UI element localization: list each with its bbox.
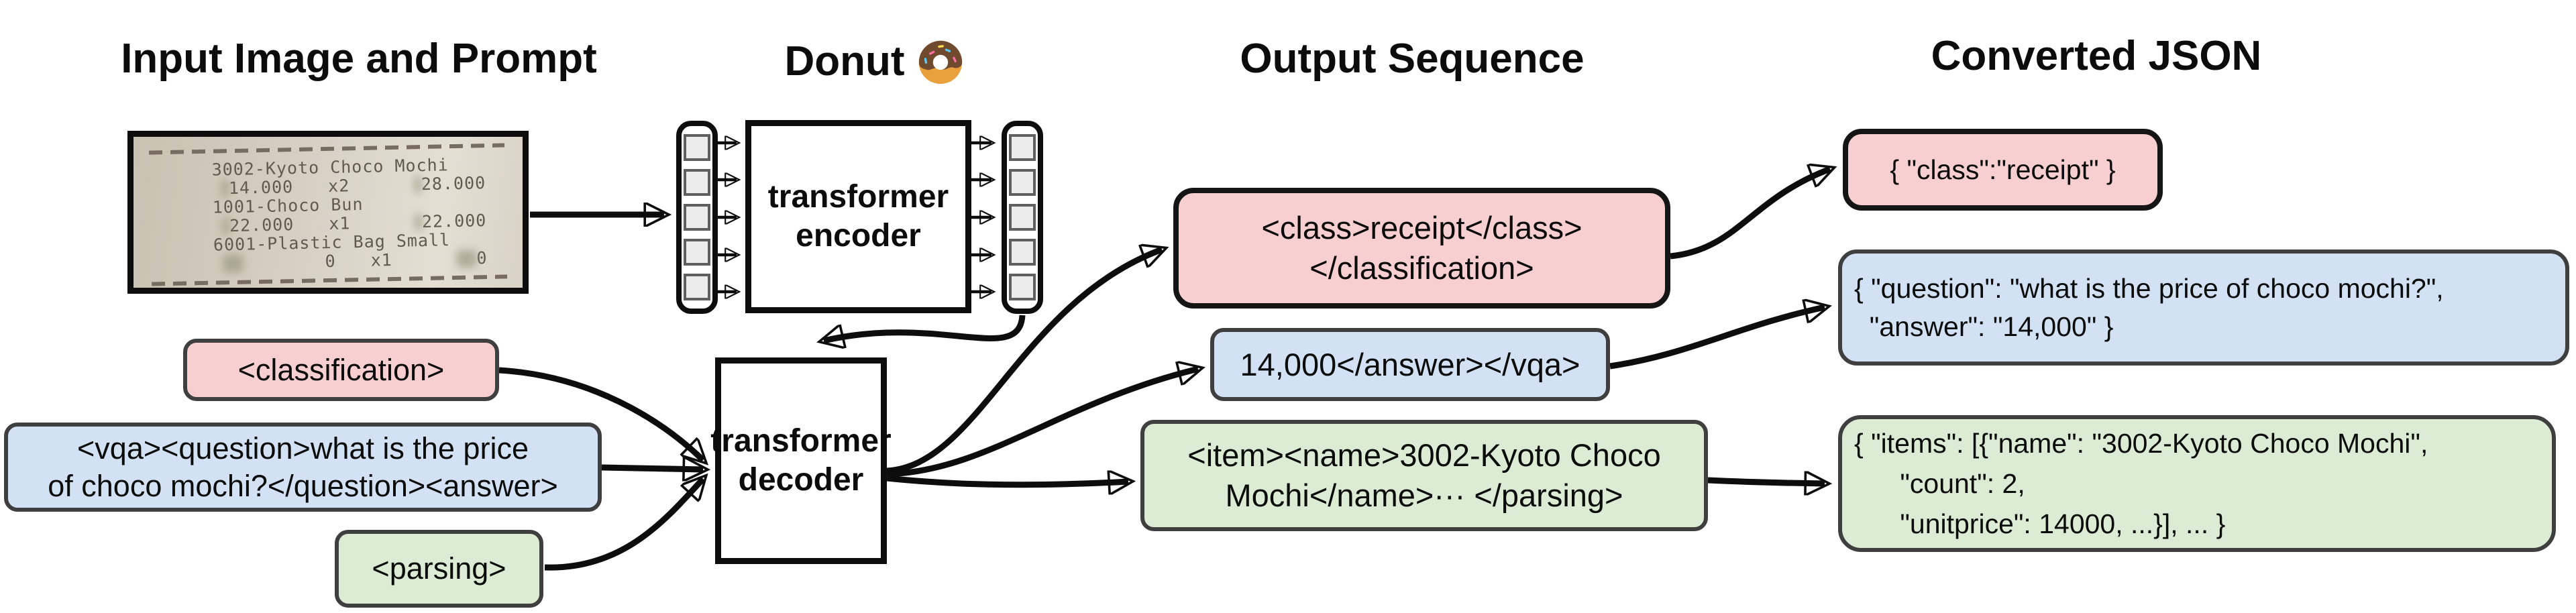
header-donut: Donut — [731, 35, 1020, 87]
encoder-label-line1: transformer — [767, 179, 949, 215]
receipt-content: 3002-Kyoto Choco Mochi 14.000 x2 28.000 … — [132, 133, 525, 292]
header-converted-json: Converted JSON — [1931, 33, 2262, 79]
receipt-image: 3002-Kyoto Choco Mochi 14.000 x2 28.000 … — [127, 131, 529, 294]
encoder-label-line2: encoder — [796, 218, 921, 254]
decoder-label-line1: transformer — [710, 423, 892, 459]
token-cell — [1009, 274, 1036, 300]
header-input-image-and-prompt: Input Image and Prompt — [121, 36, 597, 82]
output-classification-line2: </classification> — [1309, 250, 1534, 286]
token-cell — [1009, 204, 1036, 231]
header-output-sequence: Output Sequence — [1240, 36, 1585, 82]
transformer-decoder-box: transformer decoder — [710, 357, 892, 564]
transformer-encoder-box: transformer encoder — [745, 120, 971, 313]
output-box-vqa: 14,000</answer></vqa> — [1210, 328, 1610, 401]
receipt-total: 0 — [476, 248, 488, 268]
arrow-output-to-json-vqa — [1609, 307, 1825, 370]
json-box-parsing: { "items": [{"name": "3002-Kyoto Choco M… — [1838, 415, 2556, 552]
redacted-patch — [223, 254, 244, 273]
json-parsing-line3: "unitprice": 14000, ...}], ... } — [1854, 508, 2226, 539]
output-box-parsing: <item><name>3002-Kyoto Choco Mochi</name… — [1140, 420, 1708, 531]
decoder-label-line2: decoder — [738, 462, 864, 498]
redacted-patch — [222, 217, 230, 235]
output-parsing-line1: <item><name>3002-Kyoto Choco — [1187, 437, 1661, 473]
receipt-price: 0 — [325, 251, 336, 272]
token-cell — [684, 169, 710, 196]
output-parsing-line2: Mochi</name>··· </parsing> — [1225, 478, 1623, 513]
json-vqa-line2: "answer": "14,000" } — [1854, 311, 2114, 342]
output-vqa-line1: 14,000</answer></vqa> — [1240, 346, 1580, 382]
receipt-qty: x1 — [328, 213, 351, 233]
receipt-qty: x2 — [327, 176, 350, 196]
prompt-parsing-text: <parsing> — [372, 551, 506, 586]
arrow-encoder-to-decoder — [824, 315, 1026, 341]
redacted-patch — [415, 213, 423, 231]
receipt-total: 22.000 — [421, 211, 487, 232]
redacted-patch — [456, 249, 477, 268]
json-parsing-line2: "count": 2, — [1854, 468, 2025, 499]
token-cell — [1009, 169, 1036, 196]
prompt-box-parsing: <parsing> — [335, 530, 543, 608]
prompt-vqa-line1: <vqa><question>what is the price — [77, 431, 529, 465]
prompt-box-vqa: <vqa><question>what is the price of choc… — [4, 423, 602, 512]
token-cell — [684, 204, 710, 231]
output-box-classification: <class>receipt</class> </classification> — [1173, 188, 1670, 309]
receipt-total: 28.000 — [421, 173, 486, 194]
output-classification-line1: <class>receipt</class> — [1261, 210, 1582, 245]
prompt-classification-text: <classification> — [237, 352, 445, 387]
redacted-patch — [413, 176, 422, 194]
prompt-vqa-line2: of choco mochi?</question><answer> — [48, 468, 558, 503]
json-box-vqa: { "question": "what is the price of choc… — [1838, 249, 2569, 366]
token-cell — [1009, 239, 1036, 266]
prompt-box-classification: <classification> — [183, 339, 499, 401]
arrow-output-to-json-classification — [1670, 169, 1830, 260]
receipt-price: 14.000 — [228, 177, 294, 199]
receipt-price: 22.000 — [229, 215, 294, 236]
arrow-prompt-vqa — [601, 467, 703, 469]
json-box-classification: { "class":"receipt" } — [1843, 129, 2163, 211]
receipt-qty: x1 — [370, 250, 393, 270]
json-parsing-line1: { "items": [{"name": "3002-Kyoto Choco M… — [1854, 428, 2428, 459]
arrow-decoder-to-parsing — [886, 478, 1128, 485]
encoder-output-token-column — [1002, 121, 1043, 314]
encoder-input-token-column — [676, 121, 718, 314]
header-donut-label: Donut — [784, 38, 905, 85]
redacted-patch — [221, 180, 229, 198]
token-cell — [684, 239, 710, 266]
token-cell — [1009, 134, 1036, 161]
json-classification-line1: { "class":"receipt" } — [1890, 154, 2116, 185]
json-vqa-line1: { "question": "what is the price of choc… — [1854, 272, 2444, 304]
donut-icon — [918, 40, 962, 85]
token-cell — [684, 274, 710, 300]
arrow-output-to-json-parsing — [1707, 480, 1825, 484]
token-cell — [684, 134, 710, 161]
